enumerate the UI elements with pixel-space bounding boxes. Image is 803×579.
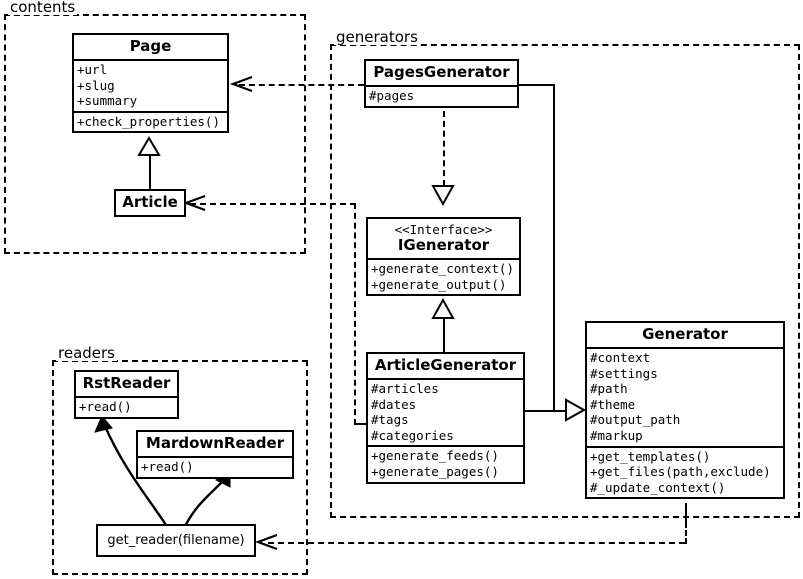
operation: +read()	[141, 459, 194, 474]
edge-articlegenerator-to-igenerator	[443, 311, 445, 355]
attribute: #settings	[590, 365, 658, 381]
edge-generator-inlet	[553, 410, 565, 412]
operation: +generate_pages()	[371, 463, 499, 479]
attribute: #path	[590, 381, 628, 397]
class-page[interactable]: Page +url +slug +summary +check_properti…	[72, 33, 229, 134]
operation: +check_properties()	[77, 113, 220, 129]
attribute: +summary	[77, 93, 138, 109]
package-generators	[330, 44, 800, 518]
attribute: #context	[590, 350, 651, 365]
edge-generator-to-getreader-v	[685, 522, 687, 544]
class-igenerator-title: <<Interface>> IGenerator	[368, 219, 519, 258]
class-mardown-reader-operations: +read()	[138, 456, 292, 477]
attribute: #theme	[590, 396, 636, 412]
class-page-operations: +check_properties()	[74, 110, 227, 132]
operation: +read()	[79, 399, 132, 414]
operation: +get_templates()	[590, 448, 711, 464]
attribute: +slug	[77, 77, 115, 93]
edge-articlegenerator-to-generator-h	[525, 410, 555, 412]
attribute: #output_path	[590, 412, 681, 428]
class-rst-reader-operations: +read()	[76, 396, 177, 417]
class-generator-operations: +get_templates() +get_files(path,exclude…	[587, 445, 783, 498]
class-article-title: Article	[122, 193, 178, 211]
class-article-generator[interactable]: ArticleGenerator #articles #dates #tags …	[366, 352, 525, 484]
class-pages-generator-attributes: #pages	[366, 85, 517, 106]
class-pages-generator-title: PagesGenerator	[373, 63, 510, 81]
edge-pagesgenerator-to-generator-v	[553, 84, 555, 411]
class-igenerator[interactable]: <<Interface>> IGenerator +generate_conte…	[366, 217, 521, 297]
attribute: #markup	[590, 427, 643, 443]
class-mardown-reader[interactable]: MardownReader +read()	[136, 430, 294, 479]
package-readers	[52, 360, 308, 575]
function-get-reader[interactable]: get_reader(filename)	[96, 524, 256, 557]
class-igenerator-stereotype: <<Interface>>	[394, 222, 493, 237]
edge-articlegenerator-to-article-h2	[190, 203, 356, 205]
attribute: #categories	[371, 427, 454, 443]
class-page-title: Page	[129, 37, 172, 55]
edge-pagesgenerator-to-igenerator	[443, 111, 445, 186]
package-contents-label: contents	[8, 0, 78, 16]
class-generator-title: Generator	[642, 325, 728, 343]
class-page-attributes: +url +slug +summary	[74, 59, 227, 111]
package-contents	[4, 14, 306, 254]
edge-generator-to-getreader-h	[268, 542, 685, 544]
class-generator[interactable]: Generator #context #settings #path #them…	[585, 321, 785, 500]
edge-pagesgenerator-to-page	[239, 84, 364, 86]
operation: +generate_context()	[371, 261, 514, 276]
class-igenerator-operations: +generate_context() +generate_output()	[368, 258, 519, 294]
operation: +generate_feeds()	[371, 448, 499, 464]
class-igenerator-name: IGenerator	[397, 236, 490, 254]
attribute: +url	[77, 62, 108, 77]
edge-pagesgenerator-to-generator-h	[518, 84, 555, 86]
class-article-generator-title: ArticleGenerator	[374, 356, 517, 374]
attribute: #dates	[371, 396, 417, 412]
edge-articlegenerator-to-article-h1	[354, 423, 366, 425]
class-article-generator-attributes: #articles #dates #tags #categories	[368, 378, 523, 445]
attribute: #pages	[369, 88, 415, 103]
attribute: #articles	[371, 381, 439, 396]
package-readers-label: readers	[56, 344, 117, 362]
class-generator-attributes: #context #settings #path #theme #output_…	[587, 347, 783, 446]
operation: #_update_context()	[590, 479, 726, 495]
operation: +generate_output()	[371, 276, 507, 292]
edge-articlegenerator-to-article-v	[354, 203, 356, 425]
class-article-generator-operations: +generate_feeds() +generate_pages()	[368, 445, 523, 481]
class-article[interactable]: Article	[114, 189, 186, 217]
package-generators-label: generators	[334, 28, 420, 46]
function-get-reader-label: get_reader(filename)	[107, 533, 245, 548]
attribute: #tags	[371, 412, 409, 428]
edge-article-to-page	[149, 150, 151, 190]
class-rst-reader[interactable]: RstReader +read()	[74, 370, 179, 419]
class-rst-reader-title: RstReader	[82, 374, 171, 392]
class-pages-generator[interactable]: PagesGenerator #pages	[364, 59, 519, 108]
class-mardown-reader-title: MardownReader	[145, 434, 285, 452]
edge-generator-to-getreader-stub	[685, 503, 687, 523]
operation: +get_files(path,exclude)	[590, 464, 771, 480]
